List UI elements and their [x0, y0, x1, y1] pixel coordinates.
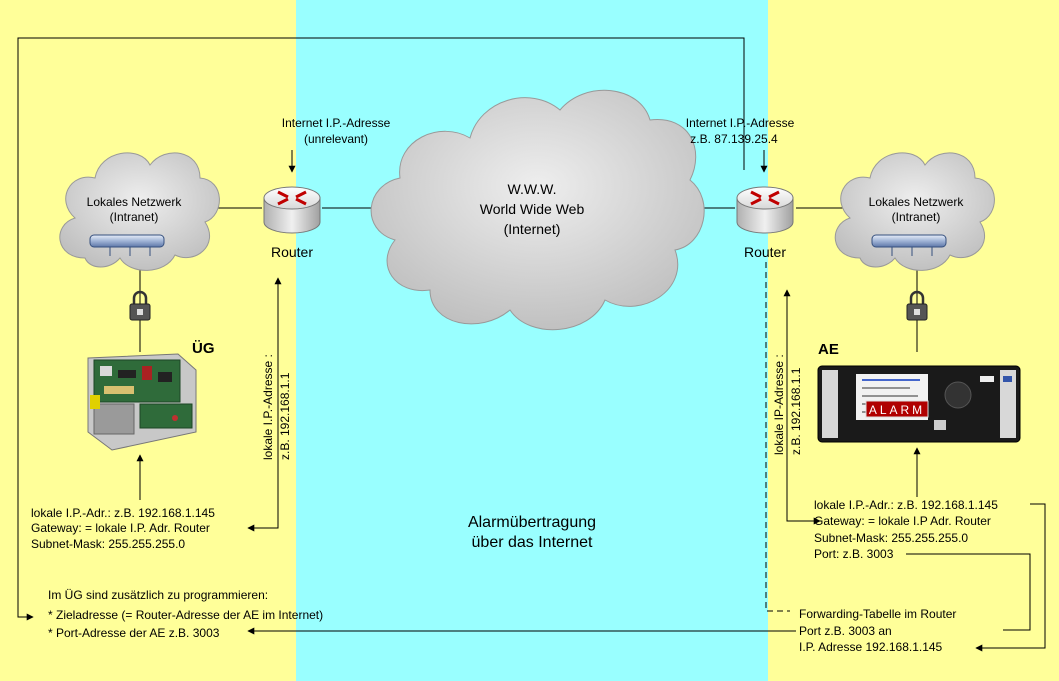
forwarding-line: I.P. Adresse 192.168.1.145 — [799, 640, 943, 654]
zone-left — [0, 0, 296, 681]
left-lan-subtitle: (Intranet) — [110, 210, 159, 224]
left-internet-ip-note: (unrelevant) — [304, 132, 368, 146]
ug-device-label: ÜG — [192, 340, 215, 357]
right-internet-ip-label: Internet I.P.-Adresse — [686, 116, 795, 130]
right-lan-title: Lokales Netzwerk — [869, 195, 965, 209]
forwarding-line: Forwarding-Tabelle im Router — [799, 607, 956, 621]
right-lan-subtitle: (Intranet) — [892, 210, 941, 224]
right-padlock-icon — [906, 290, 928, 321]
forwarding-line: Port z.B. 3003 an — [799, 624, 892, 638]
right-config-line: Subnet-Mask: 255.255.255.0 — [814, 531, 968, 545]
ae-device-image: ALARM — [817, 365, 1021, 443]
caption-line2: über das Internet — [472, 534, 594, 551]
left-router-label: Router — [271, 244, 313, 260]
www-title: W.W.W. — [508, 181, 557, 197]
ae-device-label: AE — [818, 341, 839, 358]
dashed-line — [765, 262, 790, 612]
right-config-line: Gateway: = lokale I.P Adr. Router — [814, 514, 991, 528]
top-loop-line — [17, 37, 745, 621]
left-hub-icon — [89, 234, 165, 256]
left-config-line: lokale I.P.-Adr.: z.B. 192.168.1.145 — [31, 506, 215, 520]
left-program-line: Im ÜG sind zusätzlich zu programmieren: — [48, 588, 268, 602]
right-local-ip-value: z.B. 192.168.1.1 — [789, 367, 803, 455]
left-program-line: * Port-Adresse der AE z.B. 3003 — [48, 626, 220, 640]
right-local-ip-label: lokale IP-Adresse : — [772, 354, 786, 455]
left-local-ip-value: z.B. 192.168.1.1 — [278, 372, 292, 460]
left-padlock-icon — [129, 290, 151, 321]
ug-device-image — [87, 353, 197, 451]
right-router-label: Router — [744, 244, 786, 260]
right-config-line: Port: z.B. 3003 — [814, 547, 894, 561]
www-subtitle: World Wide Web — [480, 201, 585, 217]
left-lan-title: Lokales Netzwerk — [87, 195, 183, 209]
www-internet-note: (Internet) — [504, 221, 561, 237]
left-config-line: Gateway: = lokale I.P. Adr. Router — [31, 521, 210, 535]
right-internet-ip-value: z.B. 87.139.25.4 — [690, 132, 778, 146]
ae-alarm-display: ALARM — [869, 403, 925, 417]
zone-right — [768, 0, 1059, 681]
right-router-icon — [736, 186, 794, 234]
left-program-line: * Zieladresse (= Router-Adresse der AE i… — [48, 608, 323, 622]
left-internet-ip-label: Internet I.P.-Adresse — [282, 116, 391, 130]
left-local-ip-label: lokale I.P.-Adresse : — [261, 354, 275, 460]
right-hub-icon — [871, 234, 947, 256]
www-cloud-icon — [370, 89, 705, 331]
caption-line1: Alarmübertragung — [468, 514, 596, 531]
left-config-line: Subnet-Mask: 255.255.255.0 — [31, 537, 185, 551]
left-router-icon — [263, 186, 321, 234]
right-config-line: lokale I.P.-Adr.: z.B. 192.168.1.145 — [814, 498, 998, 512]
